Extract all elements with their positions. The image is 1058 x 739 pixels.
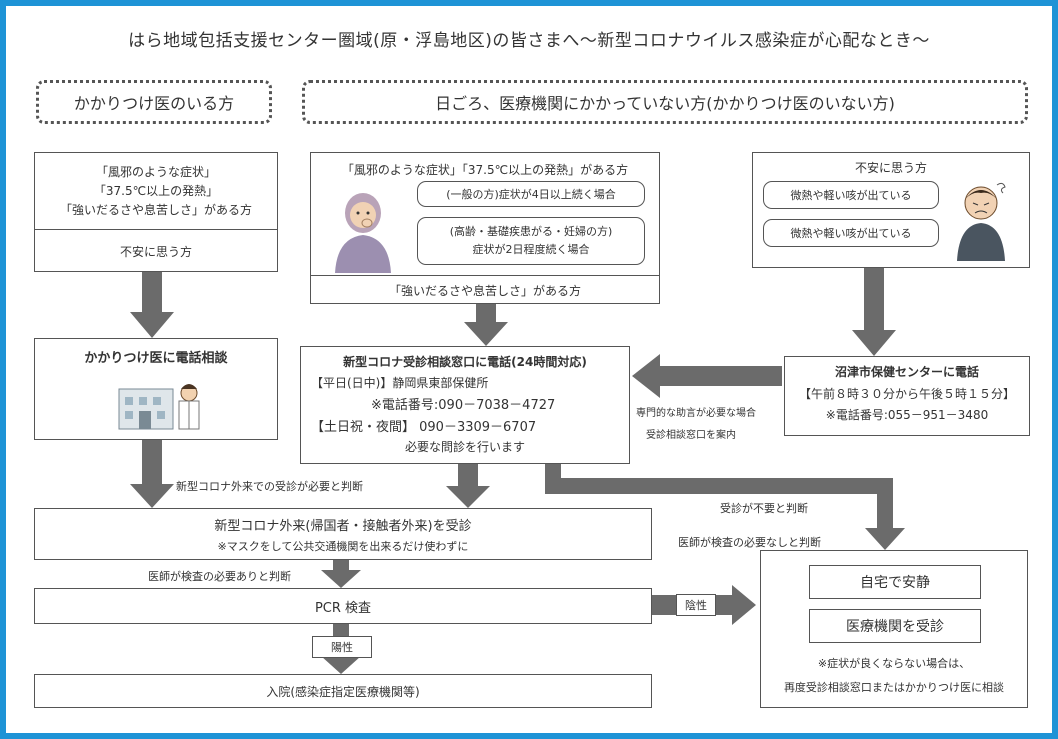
left-symptoms-box: 「風邪のような症状」 「37.5℃以上の発熱」 「強いだるさや息苦しさ」がある方… — [34, 152, 278, 272]
hospitalization-box: 入院(感染症指定医療機関等) — [34, 674, 652, 708]
visit-clinic: 医療機関を受診 — [809, 609, 981, 643]
home-rest: 自宅で安静 — [809, 565, 981, 599]
health-center-phone: ※電話番号:055－951－3480 — [825, 408, 989, 422]
coughing-person-illustration — [335, 193, 391, 273]
judge-not-needed-label: 受診が不要と判断 — [720, 502, 808, 515]
left-symptom-list: 「風邪のような症状」 「37.5℃以上の発熱」 「強いだるさや息苦しさ」がある方 — [35, 153, 277, 229]
arrow-mid-1 — [464, 304, 508, 346]
worried-person-illustration — [957, 182, 1006, 261]
arrow-mid-2 — [446, 464, 490, 508]
symptom-cold: 「風邪のような症状」 — [95, 164, 216, 179]
right-anxious-title: 不安に思う方 — [854, 161, 927, 175]
pcr-test-box: PCR 検査 — [34, 588, 652, 624]
case-elderly-line1: (高齢・基礎疾患がる・妊婦の方) — [449, 225, 613, 238]
outpatient-title: 新型コロナ外来(帰国者・接触者外来)を受診 — [214, 519, 472, 534]
home-rest-box: 自宅で安静 医療機関を受診 ※症状が良くならない場合は、 再度受診相談窓口または… — [760, 550, 1028, 708]
health-center-hours: 【午前８時３０分から午後５時１５分】 — [798, 387, 1015, 401]
hotline-title: 新型コロナ受診相談窓口に電話(24時間対応) — [343, 355, 587, 369]
severe-symptoms: 「強いだるさや息苦しさ」がある方 — [311, 275, 659, 304]
right-symptom-1: 微熱や軽い咳が出ている — [763, 181, 939, 209]
final-note-1: ※症状が良くならない場合は、 — [817, 657, 971, 670]
arrow-left-2 — [130, 440, 174, 508]
referral-label-1: 専門的な助言が必要な場合 — [636, 408, 756, 419]
symptom-fatigue: 「強いだるさや息苦しさ」がある方 — [59, 202, 252, 217]
right-anxious-box: 不安に思う方 微熱や軽い咳が出ている 微熱や軽い咳が出ている — [752, 152, 1030, 268]
hotline-weekday: 【平日(日中)】静岡県東部保健所 — [311, 376, 489, 390]
negative-tag: 陰性 — [676, 594, 716, 616]
symptom-fever: 「37.5℃以上の発熱」 — [93, 183, 219, 198]
arrow-right-1 — [852, 268, 896, 356]
header-without-doctor: 日ごろ、医療機関にかかっていない方(かかりつけ医のいない方) — [302, 80, 1028, 124]
doctor-no-test-label: 医師が検査の必要なしと判断 — [678, 536, 821, 549]
referral-label-2: 受診相談窓口を案内 — [646, 430, 736, 441]
arrow-not-needed — [545, 464, 905, 550]
middle-symptom-title: 「風邪のような症状」「37.5℃以上の発熱」がある方 — [341, 163, 629, 177]
left-consult-box: かかりつけ医に電話相談 — [34, 338, 278, 440]
middle-symptoms-box: 「風邪のような症状」「37.5℃以上の発熱」がある方 (一般の方)症状が4日以上… — [310, 152, 660, 304]
right-symptom-2: 微熱や軽い咳が出ている — [763, 219, 939, 247]
positive-tag: 陽性 — [312, 636, 372, 658]
doctor-clinic-illustration — [118, 384, 200, 430]
health-center-box: 沼津市保健センターに電話 【午前８時３０分から午後５時１５分】 ※電話番号:05… — [784, 356, 1030, 436]
judge-needed-label: 新型コロナ外来での受診が必要と判断 — [176, 480, 363, 493]
arrow-center-to-hotline — [632, 354, 782, 398]
case-general: (一般の方)症状が4日以上続く場合 — [417, 181, 645, 207]
outpatient-box: 新型コロナ外来(帰国者・接触者外来)を受診 ※マスクをして公共交通機関を出来るだ… — [34, 508, 652, 560]
case-elderly-line2: 症状が2日程度続く場合 — [472, 243, 590, 256]
final-note-2: 再度受診相談窓口またはかかりつけ医に相談 — [783, 681, 1005, 694]
doctor-test-label: 医師が検査の必要ありと判断 — [148, 570, 291, 583]
page-title: はら地域包括支援センター圏域(原・浮島地区)の皆さまへ～新型コロナウイルス感染症… — [128, 31, 930, 51]
health-center-title: 沼津市保健センターに電話 — [834, 365, 979, 379]
hotline-weekday-phone: ※電話番号:090－7038－4727 — [371, 398, 556, 413]
arrow-left-1 — [130, 272, 174, 338]
hotline-note: 必要な問診を行います — [404, 440, 525, 454]
hotline-box: 新型コロナ受診相談窓口に電話(24時間対応) 【平日(日中)】静岡県東部保健所 … — [300, 346, 630, 464]
arrow-outpatient-pcr — [321, 560, 361, 588]
header-with-doctor: かかりつけ医のいる方 — [36, 80, 272, 124]
hotline-holiday: 【土日祝・夜間】 090－3309－6707 — [311, 420, 537, 435]
outpatient-note: ※マスクをして公共交通機関を出来るだけ使わずに — [217, 540, 469, 553]
case-elderly: (高齢・基礎疾患がる・妊婦の方) 症状が2日程度続く場合 — [417, 217, 645, 265]
left-anxious: 不安に思う方 — [35, 229, 277, 273]
consult-title: かかりつけ医に電話相談 — [84, 351, 228, 366]
